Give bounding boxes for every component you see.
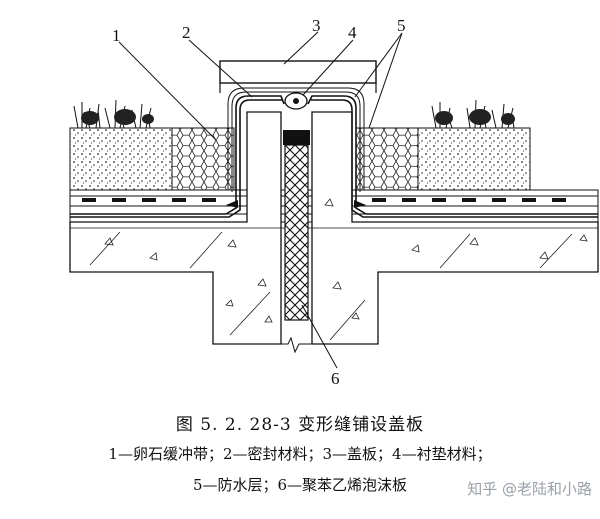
figure-title: 图 5. 2. 28-3 变形缝铺设盖板 bbox=[175, 415, 425, 435]
cover-plate-lip bbox=[219, 83, 377, 93]
legend-line-1: 1—卵石缓冲带；2—密封材料；3—盖板；4—衬垫材料； bbox=[108, 445, 492, 463]
watermark: 知乎 @老陆和小路 bbox=[467, 480, 592, 498]
callout-1: 1 bbox=[112, 26, 121, 45]
membrane-seal-right bbox=[354, 200, 366, 208]
waterproof-layer bbox=[70, 95, 598, 218]
expansion-joint-diagram: 1 2 3 4 5 6 bbox=[69, 16, 599, 388]
pebble-buffer-right bbox=[355, 127, 419, 191]
polystyrene-foam-board bbox=[284, 144, 309, 321]
backing-rod-core bbox=[293, 98, 299, 104]
callout-6: 6 bbox=[331, 369, 340, 388]
callout-2: 2 bbox=[182, 23, 191, 42]
soil-right bbox=[417, 127, 531, 191]
break-line bbox=[281, 336, 312, 354]
plant-foliage bbox=[81, 109, 515, 125]
leader-lines bbox=[118, 31, 403, 369]
soil-left bbox=[69, 127, 173, 191]
callout-4: 4 bbox=[348, 23, 357, 42]
concrete-aggregate bbox=[89, 198, 588, 341]
membrane-seal-left bbox=[226, 200, 238, 208]
pebble-buffer-left bbox=[171, 127, 235, 191]
cover-plate bbox=[219, 60, 377, 84]
membrane-wrap bbox=[227, 87, 365, 192]
legend-line-2: 5—防水层；6—聚苯乙烯泡沫板 bbox=[192, 476, 408, 494]
callout-3: 3 bbox=[312, 16, 321, 35]
sealant-block bbox=[283, 130, 310, 145]
callout-5: 5 bbox=[397, 16, 406, 35]
